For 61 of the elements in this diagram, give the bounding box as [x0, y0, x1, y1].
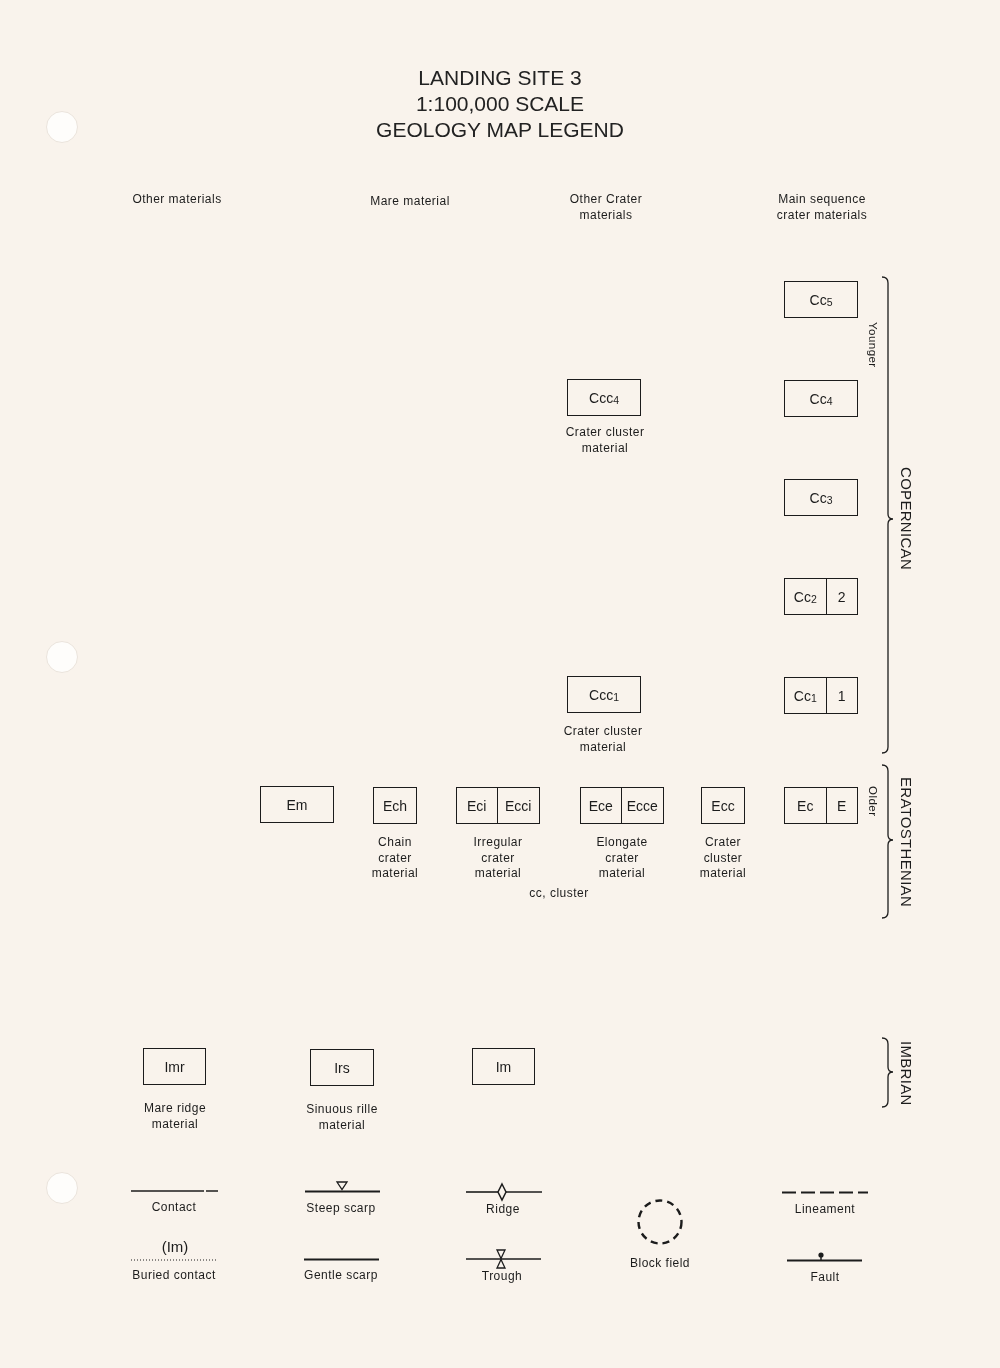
- unit-symbol: Im: [494, 1057, 513, 1077]
- unit-box: [567, 379, 641, 416]
- legend-label: Buried contact: [132, 1268, 216, 1283]
- title: LANDING SITE 3 1:100,000 SCALE GEOLOGY MAP LEGEND: [375, 65, 625, 143]
- unit-symbol: (Im): [161, 1238, 189, 1256]
- period-label: ERATOSTHENIAN: [897, 777, 915, 908]
- unit-box: [456, 787, 540, 824]
- age-label: Older: [866, 786, 880, 817]
- legend-label: Gentle scarp: [304, 1268, 378, 1283]
- unit-caption: Mare ridge material: [142, 1101, 208, 1132]
- legend-label: Steep scarp: [306, 1201, 376, 1216]
- unit-box: [784, 380, 858, 417]
- legend-label: Contact: [151, 1200, 197, 1215]
- legend-label: Trough: [481, 1269, 523, 1284]
- unit-caption: Sinuous rille material: [305, 1102, 379, 1133]
- unit-symbol: Ecc: [710, 796, 736, 816]
- unit-box: [701, 787, 745, 824]
- unit-box: [580, 787, 664, 824]
- age-label: Younger: [866, 322, 880, 368]
- unit-box: [260, 786, 334, 823]
- unit-box: [143, 1048, 206, 1085]
- unit-box: [310, 1049, 374, 1086]
- unit-caption: Irregular crater material: [472, 835, 524, 882]
- column-heading: Main sequence crater materials: [775, 192, 869, 223]
- legend-label: Lineament: [794, 1202, 856, 1217]
- unit-box: [472, 1048, 535, 1085]
- unit-symbol: Cc$_{3}$: [808, 488, 834, 509]
- unit-box: [784, 578, 858, 615]
- unit-box: [784, 281, 858, 318]
- unit-symbol: Cc$_{2}$: [792, 587, 818, 608]
- legend-label: Ridge: [486, 1202, 520, 1217]
- unit-symbol: Imr: [163, 1057, 186, 1077]
- unit-symbol: Em: [285, 795, 309, 815]
- unit-symbol: Ccc$_{1}$: [588, 685, 620, 706]
- column-heading: Other materials: [132, 192, 222, 208]
- unit-symbol: Cc$_{4}$: [808, 389, 834, 410]
- period-label: COPERNICAN: [897, 467, 915, 570]
- column-heading: Mare material: [370, 194, 450, 210]
- unit-box: [784, 787, 858, 824]
- unit-symbol: Ec: [796, 796, 815, 816]
- note-text: cc, cluster: [529, 886, 589, 902]
- unit-symbol: Eci: [466, 796, 488, 816]
- unit-box: [784, 479, 858, 516]
- unit-box: [567, 676, 641, 713]
- unit-caption: Chain crater material: [370, 835, 420, 882]
- unit-symbol: Cc$_{1}$: [792, 686, 818, 707]
- unit-caption: Crater cluster material: [698, 835, 748, 882]
- period-label: IMBRIAN: [897, 1041, 915, 1106]
- unit-caption: Elongate crater material: [595, 835, 649, 882]
- unit-symbol: Cc$_{5}$: [808, 290, 834, 311]
- unit-symbol: Ece: [587, 796, 614, 816]
- legend-label: Fault: [810, 1270, 840, 1285]
- legend-label: Block field: [630, 1256, 690, 1271]
- unit-symbol: Ech: [381, 796, 409, 816]
- unit-symbol: Ccc$_{4}$: [588, 388, 620, 409]
- unit-box: [784, 677, 858, 714]
- column-heading: Other Crater materials: [568, 192, 644, 223]
- unit-symbol: Irs: [333, 1058, 351, 1078]
- unit-caption: Crater cluster material: [562, 724, 644, 755]
- unit-caption: Crater cluster material: [564, 425, 646, 456]
- unit-box: [373, 787, 417, 824]
